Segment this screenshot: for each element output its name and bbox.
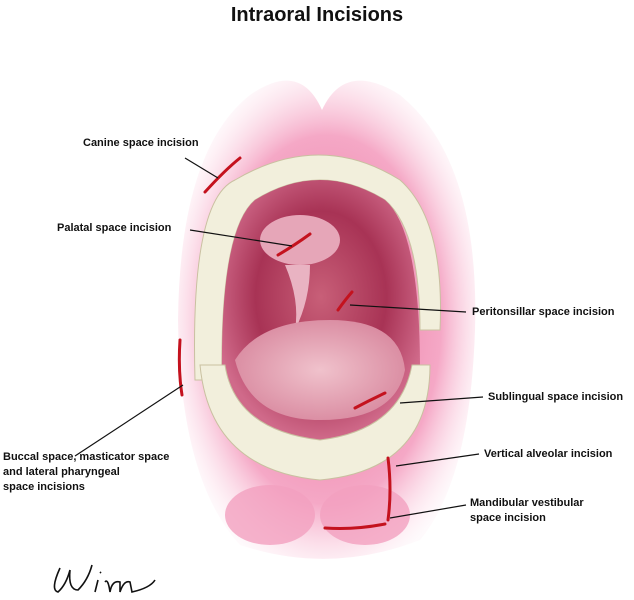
label-sublingual-space-incision: Sublingual space incision — [488, 391, 624, 403]
label-buccal-2: and lateral pharyngeal — [3, 466, 120, 478]
label-buccal-1: Buccal space, masticator space — [3, 451, 170, 463]
leader-lines — [74, 157, 484, 519]
label-peritonsillar-space-incision: Peritonsillar space incision — [472, 306, 615, 318]
diagram-title: Intraoral Incisions — [230, 4, 404, 26]
label-palatal-space-incision: Palatal space incision — [57, 222, 172, 234]
label-buccal-3: space incisions — [3, 481, 85, 493]
label-vertical-alveolar-incision: Vertical alveolar incision — [484, 448, 613, 460]
lower-teeth — [199, 364, 431, 481]
tongue — [235, 320, 405, 420]
label-canine-space-incision: Canine space incision — [83, 137, 199, 149]
label-mandibular-vestibular-1: Mandibular vestibular — [470, 497, 584, 509]
label-mandibular-vestibular-2: space incision — [470, 512, 546, 524]
signature — [53, 564, 156, 593]
incisions — [177, 156, 392, 530]
